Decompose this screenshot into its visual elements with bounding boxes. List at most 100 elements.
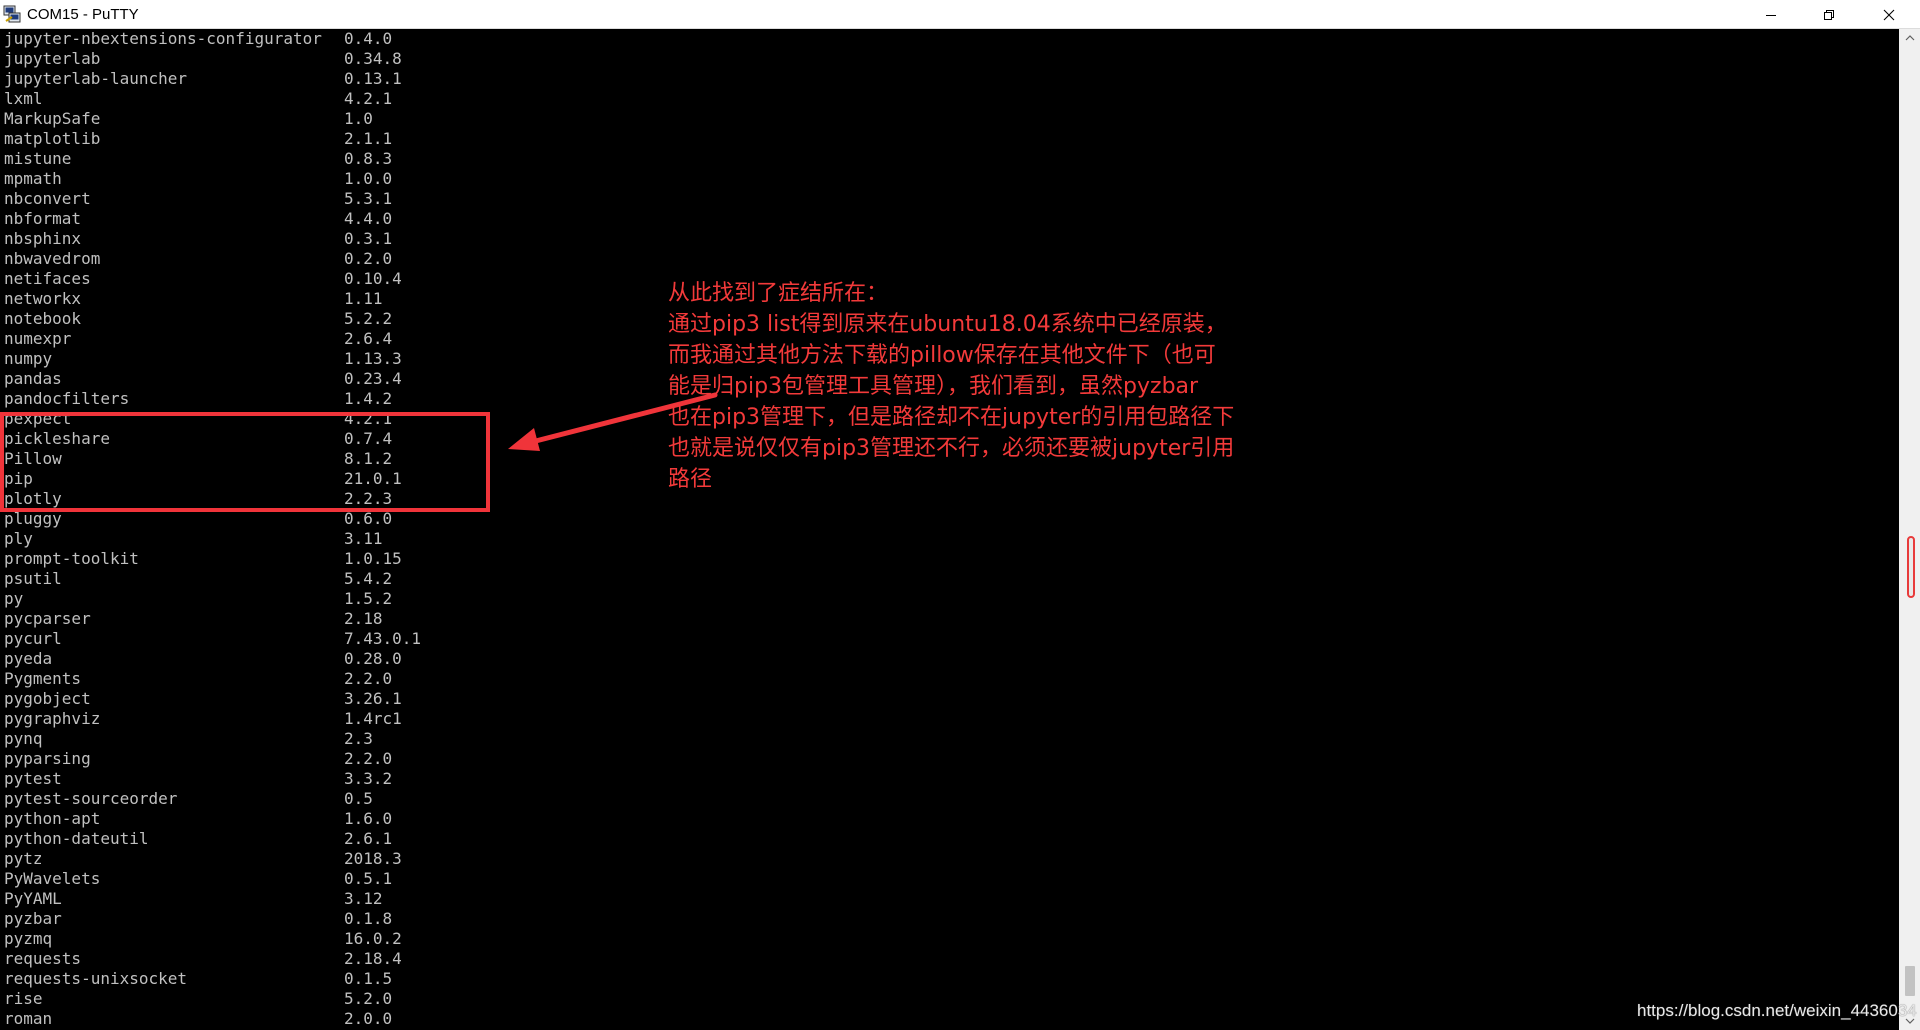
chevron-up-icon xyxy=(1905,35,1914,41)
package-name: nbwavedrom xyxy=(4,249,101,268)
package-version: 4.4.0 xyxy=(344,209,393,228)
package-version: 2018.3 xyxy=(344,849,402,868)
package-version: 2.6.1 xyxy=(344,829,393,848)
package-name: pyparsing xyxy=(4,749,91,768)
annotation-arrow xyxy=(508,392,718,451)
minimize-icon xyxy=(1766,14,1776,16)
package-name: lxml xyxy=(4,89,43,108)
package-version: 2.1.1 xyxy=(344,129,393,148)
package-version: 0.1.8 xyxy=(344,909,393,928)
package-version: 0.7.4 xyxy=(344,429,393,448)
package-name: nbformat xyxy=(4,209,82,228)
package-version: 5.4.2 xyxy=(344,569,393,588)
close-button[interactable] xyxy=(1858,0,1920,29)
package-name: requests-unixsocket xyxy=(4,969,188,988)
package-version: 4.2.1 xyxy=(344,89,393,108)
annotation-line: 也在pip3管理下，但是路径却不在jupyter的引用包路径下 xyxy=(668,405,1235,430)
package-name: notebook xyxy=(4,309,82,328)
package-version: 0.2.0 xyxy=(344,249,393,268)
annotation-line: 路径 xyxy=(668,467,713,492)
close-icon xyxy=(1883,9,1895,20)
package-name: ply xyxy=(4,529,33,548)
package-version: 0.4.0 xyxy=(344,29,393,48)
package-version: 2.18 xyxy=(344,609,383,628)
annotation-line: 而我通过其他方法下载的pillow保存在其他文件下（也可 xyxy=(668,343,1216,368)
scroll-up-button[interactable] xyxy=(1899,29,1920,47)
scroll-thumb[interactable] xyxy=(1905,966,1915,996)
package-version: 1.0 xyxy=(344,109,373,128)
package-version: 0.34.8 xyxy=(344,49,402,68)
package-name: netifaces xyxy=(4,269,91,288)
package-name: pandocfilters xyxy=(4,389,130,408)
annotation-line: 能是归pip3包管理工具管理），我们看到，虽然pyzbar xyxy=(668,374,1199,399)
terminal-output[interactable]: jupyter-nbextensions-configurator 0.4.0 ju… xyxy=(0,29,1899,1030)
restore-icon xyxy=(1824,9,1834,20)
package-name: numexpr xyxy=(4,329,72,348)
package-name: jupyterlab-launcher xyxy=(4,69,188,88)
package-version: 5.3.1 xyxy=(344,189,393,208)
annotation-line: 从此找到了症结所在： xyxy=(668,281,889,306)
package-name: Pillow xyxy=(4,449,62,468)
package-name: mpmath xyxy=(4,169,62,188)
package-name: Pygments xyxy=(4,669,82,688)
package-version: 1.5.2 xyxy=(344,589,393,608)
scroll-marker xyxy=(1907,536,1915,598)
package-version: 0.5.1 xyxy=(344,869,393,888)
package-version: 1.11 xyxy=(344,289,383,308)
package-version: 2.2.3 xyxy=(344,489,393,508)
package-version: 2.2.0 xyxy=(344,669,393,688)
package-version: 3.12 xyxy=(344,889,383,908)
package-name: pandas xyxy=(4,369,62,388)
package-version: 0.10.4 xyxy=(344,269,402,288)
package-version: 2.18.4 xyxy=(344,949,402,968)
package-name: prompt-toolkit xyxy=(4,549,139,568)
package-name: PyWavelets xyxy=(4,869,101,888)
package-name: python-dateutil xyxy=(4,829,149,848)
watermark: https://blog.csdn.net/weixin_4436034 xyxy=(1637,1001,1917,1020)
package-name: jupyter-nbextensions-configurator xyxy=(4,29,322,48)
package-name: pickleshare xyxy=(4,429,110,448)
package-version: 1.13.3 xyxy=(344,349,402,368)
package-name: PyYAML xyxy=(4,889,62,908)
putty-icon[interactable] xyxy=(3,5,22,24)
package-name: pycparser xyxy=(4,609,91,628)
annotation-text: 从此找到了症结所在： 通过pip3 list得到原来在ubuntu18.04系统中… xyxy=(668,278,1268,495)
annotation-line: 通过pip3 list得到原来在ubuntu18.04系统中已经原装， xyxy=(668,312,1227,337)
package-version: 1.6.0 xyxy=(344,809,393,828)
package-version: 8.1.2 xyxy=(344,449,393,468)
package-name: pyzbar xyxy=(4,909,62,928)
package-version: 0.28.0 xyxy=(344,649,402,668)
package-version: 0.3.1 xyxy=(344,229,393,248)
annotation-line: 也就是说仅仅有pip3管理还不行，必须还要被jupyter引用 xyxy=(668,436,1235,461)
package-name: MarkupSafe xyxy=(4,109,101,128)
package-version: 1.0.0 xyxy=(344,169,393,188)
package-version: 1.4.2 xyxy=(344,389,393,408)
maximize-button[interactable] xyxy=(1800,0,1858,29)
package-version: 1.4rc1 xyxy=(344,709,402,728)
package-version: 1.0.15 xyxy=(344,549,402,568)
minimize-button[interactable] xyxy=(1742,0,1800,29)
vertical-scrollbar[interactable] xyxy=(1899,29,1920,1030)
package-name: pynq xyxy=(4,729,43,748)
package-name: plotly xyxy=(4,489,62,508)
package-version: 3.3.2 xyxy=(344,769,393,788)
package-name: pluggy xyxy=(4,509,62,528)
title-bar[interactable]: COM15 - PuTTY xyxy=(0,0,1920,29)
package-name: pycurl xyxy=(4,629,62,648)
package-version: 0.6.0 xyxy=(344,509,393,528)
package-version: 7.43.0.1 xyxy=(344,629,422,648)
package-name: matplotlib xyxy=(4,129,101,148)
package-version: 16.0.2 xyxy=(344,929,402,948)
package-version: 0.1.5 xyxy=(344,969,393,988)
package-name: pyeda xyxy=(4,649,53,668)
scroll-down-button[interactable] xyxy=(1899,1012,1920,1030)
package-name: pip xyxy=(4,469,33,488)
window-title: COM15 - PuTTY xyxy=(27,6,139,23)
package-name: numpy xyxy=(4,349,53,368)
package-name: mistune xyxy=(4,149,72,168)
package-name: pytest-sourceorder xyxy=(4,789,178,808)
package-version: 21.0.1 xyxy=(344,469,402,488)
package-version: 2.6.4 xyxy=(344,329,393,348)
package-name: rise xyxy=(4,989,43,1008)
package-name: py xyxy=(4,589,24,608)
